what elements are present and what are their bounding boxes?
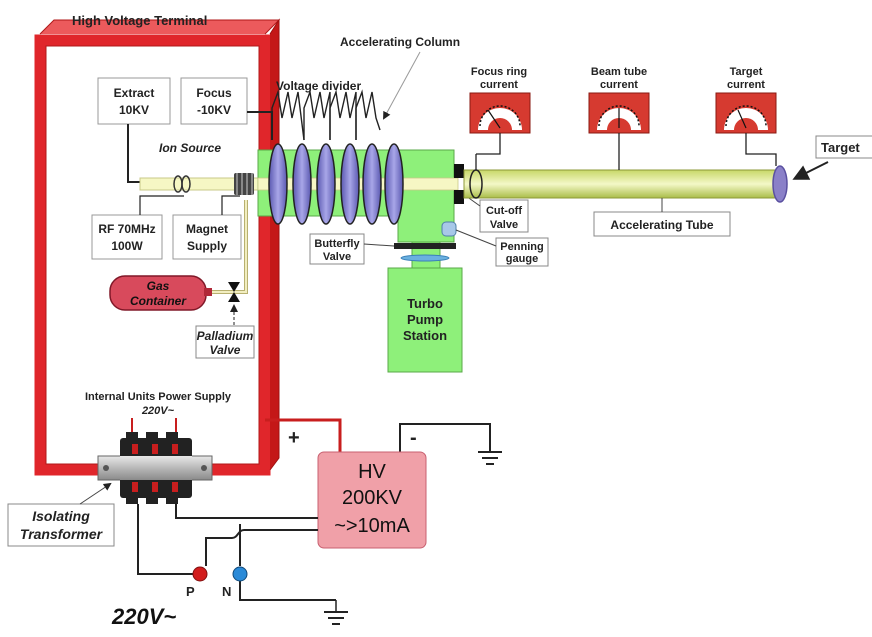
svg-text:Penning: Penning	[500, 241, 543, 253]
butterfly-valve	[394, 243, 456, 262]
palladium-valve-label: Palladium Valve	[195, 325, 255, 359]
svg-text:Valve: Valve	[490, 219, 518, 231]
penning-gauge	[441, 221, 457, 237]
svg-text:Target: Target	[821, 140, 860, 155]
phase-terminal: P	[186, 566, 208, 599]
penning-gauge-label: Penning gauge	[495, 237, 549, 267]
isolating-transformer	[97, 432, 213, 504]
svg-text:Accelerating Tube: Accelerating Tube	[610, 218, 713, 232]
ground-icon	[478, 451, 502, 465]
voltage-divider-label: Voltage divider	[276, 79, 361, 93]
svg-text:Palladium: Palladium	[197, 329, 254, 343]
electrode-rings	[268, 143, 404, 225]
svg-text:gauge: gauge	[506, 253, 538, 265]
svg-text:Valve: Valve	[323, 251, 351, 263]
ion-source-label: Ion Source	[159, 141, 221, 155]
svg-text:HV: HV	[358, 461, 386, 483]
svg-text:Supply: Supply	[187, 239, 227, 253]
svg-text:Isolating: Isolating	[32, 508, 90, 524]
svg-text:Gas: Gas	[147, 279, 170, 293]
target	[772, 165, 788, 203]
svg-text:current: current	[727, 79, 765, 91]
focus-ring-current-meter: Focus ring current	[469, 66, 531, 134]
svg-text:Turbo: Turbo	[407, 296, 443, 311]
magnet-coil	[234, 173, 254, 195]
internal-power-supply-label: Internal Units Power Supply	[85, 391, 232, 403]
cutoff-valve-label: Cut-off Valve	[479, 199, 529, 233]
svg-text:Butterfly: Butterfly	[314, 238, 360, 250]
svg-text:Focus: Focus	[196, 86, 232, 100]
svg-text:Pump: Pump	[407, 312, 443, 327]
svg-text:N: N	[222, 584, 231, 599]
accelerating-tube-label: Accelerating Tube	[593, 211, 731, 237]
palladium-valve-icon	[228, 282, 240, 302]
svg-text:-10KV: -10KV	[197, 103, 231, 117]
svg-text:Valve: Valve	[210, 343, 241, 357]
target-current-meter: Target current	[715, 66, 777, 134]
svg-text:Container: Container	[130, 294, 187, 308]
svg-text:current: current	[480, 79, 518, 91]
extract-box: Extract 10KV	[97, 77, 171, 125]
svg-text:Target: Target	[730, 66, 763, 78]
accelerating-column-label: Accelerating Column	[340, 35, 460, 49]
terminal-title: High Voltage Terminal	[72, 13, 207, 28]
accelerating-tube	[463, 169, 781, 199]
svg-text:RF 70MHz: RF 70MHz	[98, 222, 155, 236]
isolating-transformer-label: Isolating Transformer	[7, 503, 115, 547]
rf-generator-box: RF 70MHz 100W	[91, 214, 163, 260]
hv-plus-terminal: +	[288, 427, 300, 449]
svg-text:Magnet: Magnet	[186, 222, 228, 236]
ion-source	[139, 173, 261, 195]
butterfly-valve-label: Butterfly Valve	[309, 233, 365, 265]
svg-text:Station: Station	[403, 328, 447, 343]
neutral-terminal: N	[222, 566, 248, 599]
hv-minus-terminal: -	[410, 427, 417, 449]
svg-text:100W: 100W	[111, 239, 143, 253]
svg-text:current: current	[600, 79, 638, 91]
gas-container: Gas Container	[109, 275, 212, 311]
svg-text:Cut-off: Cut-off	[486, 205, 522, 217]
svg-text:Extract: Extract	[114, 86, 155, 100]
turbo-pump-station: Turbo Pump Station	[387, 267, 463, 373]
magnet-supply-box: Magnet Supply	[172, 214, 242, 260]
voltage-divider	[271, 89, 381, 141]
internal-power-supply-voltage: 220V~	[141, 405, 175, 417]
svg-text:200KV: 200KV	[342, 487, 403, 509]
svg-text:Beam tube: Beam tube	[591, 66, 647, 78]
svg-text:10KV: 10KV	[119, 103, 149, 117]
mains-voltage-label: 220V~	[111, 604, 176, 629]
beam-tube-current-meter: Beam tube current	[588, 66, 650, 134]
svg-text:Focus ring: Focus ring	[471, 66, 527, 78]
mains-ground-icon	[324, 600, 348, 625]
target-label: Target	[815, 135, 872, 159]
hv-power-supply: HV 200KV ~>10mA	[317, 451, 427, 549]
svg-text:Transformer: Transformer	[20, 526, 104, 542]
focus-box: Focus -10KV	[180, 77, 248, 125]
svg-text:~>10mA: ~>10mA	[334, 515, 410, 537]
svg-text:P: P	[186, 584, 195, 599]
cutoff-valve	[454, 164, 464, 204]
